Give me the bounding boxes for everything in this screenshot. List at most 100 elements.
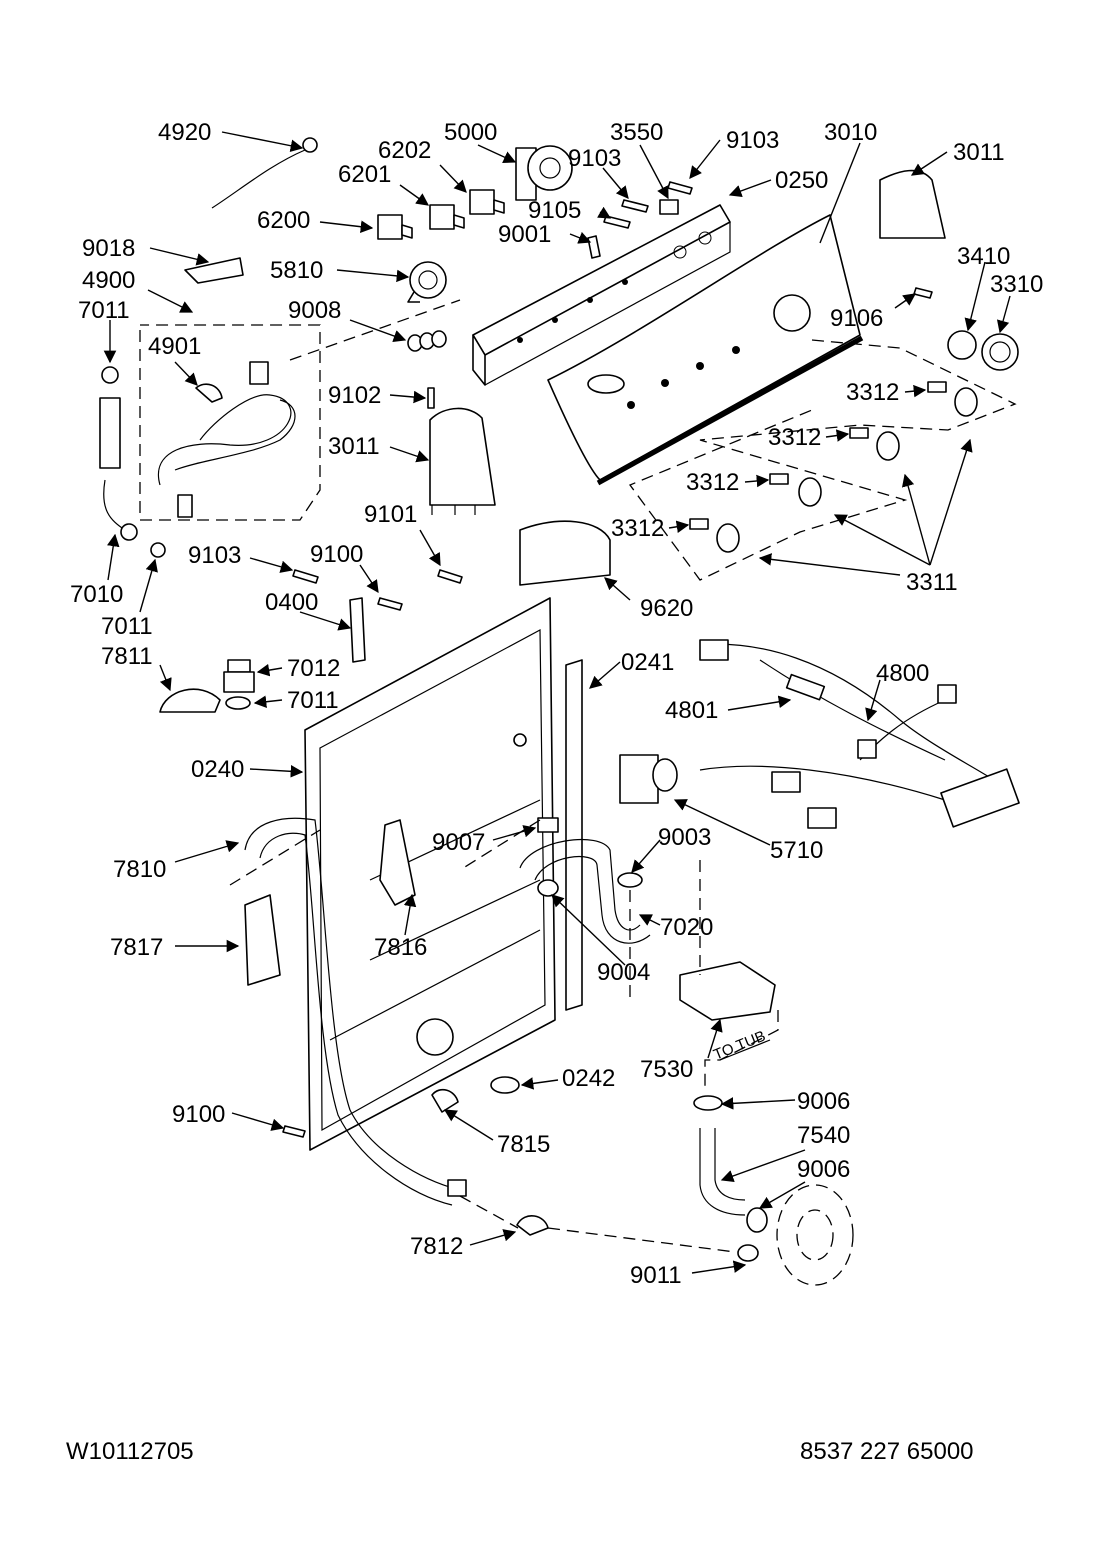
screw-9100-top bbox=[377, 597, 403, 611]
part-9001 bbox=[587, 235, 601, 259]
washer-7011-bottom bbox=[225, 696, 251, 710]
callout-9100: 9100 bbox=[310, 541, 363, 568]
callout-7012: 7012 bbox=[287, 655, 340, 682]
fitting-7012 bbox=[223, 659, 255, 693]
callout-3312: 3312 bbox=[768, 424, 821, 451]
water-valve-5710 bbox=[619, 754, 678, 804]
callout-7020: 7020 bbox=[660, 914, 713, 941]
callout-4800: 4800 bbox=[876, 660, 929, 687]
document-code: W10112705 bbox=[66, 1438, 194, 1465]
callout-7530: 7530 bbox=[640, 1056, 693, 1083]
callout-9101: 9101 bbox=[364, 501, 417, 528]
switch-6201 bbox=[429, 204, 465, 230]
clamp-7812 bbox=[516, 1215, 549, 1236]
shield-9620 bbox=[519, 520, 611, 586]
wire-harness-4800 bbox=[699, 639, 1020, 829]
clip-9007 bbox=[537, 817, 559, 833]
strap-0400 bbox=[349, 597, 366, 663]
hose-7540 bbox=[699, 1128, 746, 1216]
callout-9103: 9103 bbox=[726, 127, 779, 154]
screw-9100-bottom bbox=[282, 1125, 306, 1138]
power-cord-4900 bbox=[157, 361, 296, 518]
callout-0241: 0241 bbox=[621, 649, 674, 676]
leader-lines bbox=[103, 131, 1011, 1274]
pressure-switch-5810 bbox=[407, 261, 447, 303]
clip-9008 bbox=[407, 330, 447, 352]
callout-9006: 9006 bbox=[797, 1088, 850, 1115]
switch-6200 bbox=[377, 214, 413, 240]
callout-9103: 9103 bbox=[188, 542, 241, 569]
callout-7815: 7815 bbox=[497, 1131, 550, 1158]
console-panel-3010 bbox=[547, 214, 864, 486]
callout-3312: 3312 bbox=[611, 515, 664, 542]
callout-3311: 3311 bbox=[906, 569, 958, 596]
clamp-9006-bottom bbox=[746, 1207, 768, 1233]
washer-7011-right bbox=[150, 542, 166, 558]
clip-4901 bbox=[195, 383, 223, 403]
callout-3550: 3550 bbox=[610, 119, 663, 146]
callout-6200: 6200 bbox=[257, 207, 310, 234]
callout-9008: 9008 bbox=[288, 297, 341, 324]
callout-9007: 9007 bbox=[432, 829, 485, 856]
callout-9003: 9003 bbox=[658, 824, 711, 851]
callout-9102: 9102 bbox=[328, 382, 381, 409]
part-number: 8537 227 65000 bbox=[800, 1438, 974, 1465]
callout-7816: 7816 bbox=[374, 934, 427, 961]
screw-group-9103-9105 bbox=[603, 181, 933, 299]
callout-9100: 9100 bbox=[172, 1101, 225, 1128]
knob-3310 bbox=[981, 333, 1019, 371]
callout-labels: 4920 5000 3550 9103 3010 3011 6202 9103 … bbox=[70, 119, 1043, 1289]
callout-4901: 4901 bbox=[148, 333, 201, 360]
callout-7011: 7011 bbox=[287, 687, 339, 714]
callout-9006: 9006 bbox=[797, 1156, 850, 1183]
end-cap-3011-right bbox=[879, 169, 946, 239]
clamp-9004 bbox=[537, 879, 559, 897]
callout-3312: 3312 bbox=[846, 379, 899, 406]
part-3550 bbox=[659, 199, 679, 215]
callout-3410: 3410 bbox=[957, 243, 1010, 270]
callout-9103: 9103 bbox=[568, 145, 621, 172]
callout-0250: 0250 bbox=[775, 167, 828, 194]
callout-9004: 9004 bbox=[597, 959, 650, 986]
bracket-0241 bbox=[565, 659, 583, 1011]
callout-5810: 5810 bbox=[270, 257, 323, 284]
callout-7810: 7810 bbox=[113, 856, 166, 883]
pump-outline bbox=[776, 1184, 854, 1286]
screw-9101 bbox=[437, 569, 463, 584]
guide-7817 bbox=[244, 894, 281, 986]
callout-4801: 4801 bbox=[665, 697, 718, 724]
switch-6202 bbox=[469, 189, 505, 215]
knob-group-3312 bbox=[689, 381, 978, 553]
callout-5000: 5000 bbox=[444, 119, 497, 146]
end-cap-3011-left bbox=[429, 407, 496, 506]
clamp-7815 bbox=[431, 1088, 459, 1113]
callout-7011: 7011 bbox=[101, 613, 153, 640]
callout-9001: 9001 bbox=[498, 221, 551, 248]
callout-3011: 3011 bbox=[953, 139, 1005, 166]
drain-hose-7810 bbox=[244, 817, 461, 1191]
callout-3010: 3010 bbox=[824, 119, 877, 146]
callout-9106: 9106 bbox=[830, 305, 883, 332]
callout-7011: 7011 bbox=[78, 297, 130, 324]
callout-6201: 6201 bbox=[338, 161, 391, 188]
callout-0400: 0400 bbox=[265, 589, 318, 616]
control-bracket-0250 bbox=[472, 204, 731, 386]
callout-9105: 9105 bbox=[528, 197, 581, 224]
callout-0242: 0242 bbox=[562, 1065, 615, 1092]
callout-7540: 7540 bbox=[797, 1122, 850, 1149]
screw-9102 bbox=[427, 387, 435, 409]
plug-0242 bbox=[490, 1076, 520, 1094]
clamp-9011 bbox=[737, 1244, 759, 1262]
clamp-9003 bbox=[617, 872, 643, 888]
callout-9011: 9011 bbox=[630, 1262, 682, 1289]
callout-9018: 9018 bbox=[82, 235, 135, 262]
callout-7812: 7812 bbox=[410, 1233, 463, 1260]
callout-6202: 6202 bbox=[378, 137, 431, 164]
to-tub-label: TO TUB bbox=[711, 1028, 768, 1064]
timer-5000 bbox=[515, 145, 573, 201]
callout-3310: 3310 bbox=[990, 271, 1043, 298]
callout-5710: 5710 bbox=[770, 837, 823, 864]
callout-3011: 3011 bbox=[328, 433, 380, 460]
callout-7010: 7010 bbox=[70, 581, 123, 608]
